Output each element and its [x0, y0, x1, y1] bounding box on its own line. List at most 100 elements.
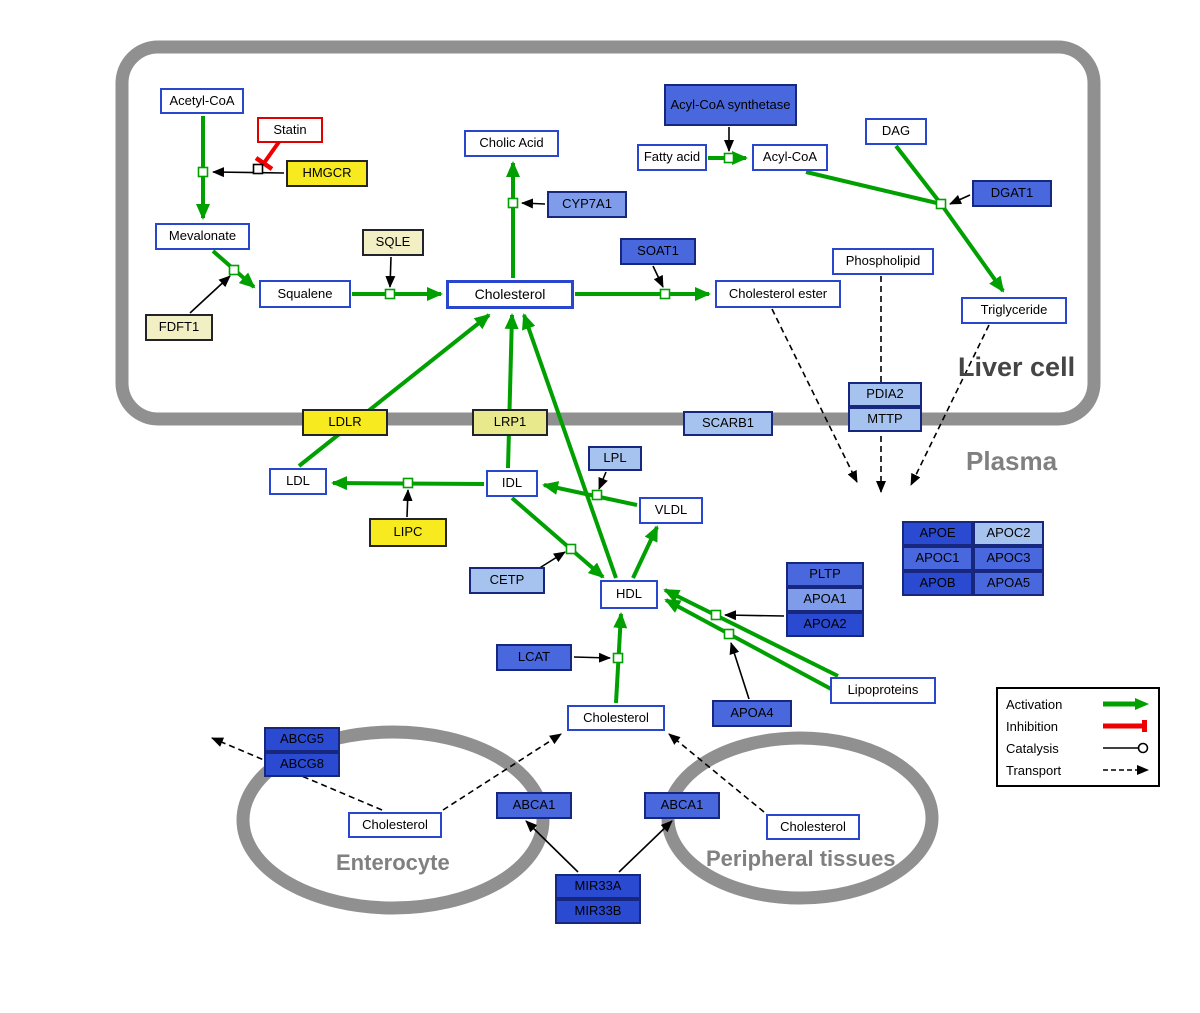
node-mevalonate[interactable]: Mevalonate — [155, 223, 250, 250]
node-apoc2[interactable]: APOC2 — [973, 521, 1044, 546]
activation-arrow-icon — [1103, 698, 1149, 710]
node-statin[interactable]: Statin — [257, 117, 323, 143]
node-apoe[interactable]: APOE — [902, 521, 973, 546]
plasma-label: Plasma — [966, 446, 1058, 476]
legend-row-catalysis: Catalysis — [1006, 737, 1150, 759]
peripheral-tissues-label: Peripheral tissues — [706, 846, 896, 871]
tr-peripheral-abca1-plasma — [668, 733, 765, 813]
node-vldl[interactable]: VLDL — [639, 497, 703, 524]
node-apoa5[interactable]: APOA5 — [973, 571, 1044, 596]
node-idl[interactable]: IDL — [486, 470, 538, 497]
node-apoa1[interactable]: APOA1 — [786, 587, 864, 612]
inhibition-tbar-icon — [1103, 720, 1147, 732]
node-mir33a[interactable]: MIR33A — [555, 874, 641, 899]
catalysis-circle-icon — [1103, 742, 1149, 754]
node-apob[interactable]: APOB — [902, 571, 973, 596]
node-abca1-enterocyte[interactable]: ABCA1 — [496, 792, 572, 819]
node-abca1-peripheral[interactable]: ABCA1 — [644, 792, 720, 819]
legend-row-transport: Transport — [1006, 759, 1150, 781]
compartment-shapes — [115, 40, 1101, 915]
node-apoc1[interactable]: APOC1 — [902, 546, 973, 571]
cat-mir33-abca1-left — [525, 820, 579, 873]
edge-idl-cholesterol — [504, 313, 519, 469]
node-pltp[interactable]: PLTP — [786, 562, 864, 587]
node-hdl[interactable]: HDL — [600, 580, 658, 609]
node-phospholipid[interactable]: Phospholipid — [832, 248, 934, 275]
node-abcg8[interactable]: ABCG8 — [264, 752, 340, 777]
node-dag[interactable]: DAG — [865, 118, 927, 145]
node-cholic-acid[interactable]: Cholic Acid — [464, 130, 559, 157]
edge-lipoproteins-hdl-2 — [664, 598, 834, 692]
node-apoa4[interactable]: APOA4 — [712, 700, 792, 727]
node-lipoproteins[interactable]: Lipoproteins — [830, 677, 936, 704]
cat-mir33-abca1-right — [618, 820, 673, 873]
node-pdia2[interactable]: PDIA2 — [848, 382, 922, 407]
transport-edges — [211, 276, 990, 813]
node-fatty-acid[interactable]: Fatty acid — [637, 144, 707, 171]
edge-idl-hdl — [510, 496, 605, 579]
node-acetyl-coa[interactable]: Acetyl-CoA — [160, 88, 244, 114]
enterocyte-label: Enterocyte — [336, 850, 450, 875]
node-triglyceride[interactable]: Triglyceride — [961, 297, 1067, 324]
node-lcat[interactable]: LCAT — [496, 644, 572, 671]
node-apoa2[interactable]: APOA2 — [786, 612, 864, 637]
node-cholesterol-peripheral[interactable]: Cholesterol — [766, 814, 860, 840]
node-squalene[interactable]: Squalene — [259, 280, 351, 308]
rxn-lipc — [402, 477, 414, 489]
node-ldl[interactable]: LDL — [269, 468, 327, 495]
node-fdft1[interactable]: FDFT1 — [145, 314, 213, 341]
rxn-dgat1 — [935, 198, 947, 210]
node-cholesterol-enterocyte[interactable]: Cholesterol — [348, 812, 442, 838]
rxn-sqle — [384, 288, 396, 300]
node-scarb1[interactable]: SCARB1 — [683, 411, 773, 436]
cat-soat1 — [652, 265, 664, 288]
cat-apoa4 — [729, 642, 750, 700]
legend-catalysis-label: Catalysis — [1006, 740, 1059, 756]
activation-edges — [196, 116, 1005, 704]
node-cholesterol-ester[interactable]: Cholesterol ester — [715, 280, 841, 308]
legend-inhibition-label: Inhibition — [1006, 718, 1059, 734]
node-lrp1[interactable]: LRP1 — [472, 409, 548, 436]
cat-apoa1-apoa2 — [724, 610, 785, 621]
node-lpl[interactable]: LPL — [588, 446, 642, 471]
node-lipc[interactable]: LIPC — [369, 518, 447, 547]
rxn-fdft1 — [228, 264, 240, 276]
edge-ldl-cholesterol — [297, 313, 491, 468]
liver-cell-label: Liver cell — [958, 352, 1076, 382]
node-dgat1[interactable]: DGAT1 — [972, 180, 1052, 207]
edge-hdl-cholesterol-liver — [522, 313, 618, 579]
node-hmgcr[interactable]: HMGCR — [286, 160, 368, 187]
edge-hdl-vldl — [631, 525, 659, 579]
node-mttp[interactable]: MTTP — [848, 407, 922, 432]
legend-row-inhibition: Inhibition — [1006, 715, 1150, 737]
cat-lcat — [573, 652, 611, 663]
edge-acylcoa-junction — [805, 170, 942, 206]
node-cholesterol-plasma[interactable]: Cholesterol — [567, 705, 665, 731]
inh-statin-tbar — [254, 156, 274, 171]
edge-vldl-idl — [542, 481, 638, 507]
node-acyl-coa[interactable]: Acyl-CoA — [752, 144, 828, 171]
node-ldlr[interactable]: LDLR — [302, 409, 388, 436]
cat-fdft1 — [189, 275, 231, 314]
tr-cholesterolester-plasma — [771, 308, 858, 483]
node-cetp[interactable]: CETP — [469, 567, 545, 594]
legend-transport-label: Transport — [1006, 762, 1062, 778]
node-soat1[interactable]: SOAT1 — [620, 238, 696, 265]
edge-lipoproteins-hdl-1 — [663, 588, 839, 678]
node-cyp7a1[interactable]: CYP7A1 — [547, 191, 627, 218]
cat-sqle — [385, 256, 396, 288]
node-apoc3[interactable]: APOC3 — [973, 546, 1044, 571]
cat-lpl — [598, 471, 608, 490]
node-sqle[interactable]: SQLE — [362, 229, 424, 256]
node-cholesterol-liver[interactable]: Cholesterol — [446, 280, 574, 309]
liver-cell-membrane — [115, 40, 1101, 426]
rxn-lcat — [612, 652, 624, 664]
node-abcg5[interactable]: ABCG5 — [264, 727, 340, 752]
node-mir33b[interactable]: MIR33B — [555, 899, 641, 924]
rxn-statin-target — [252, 163, 264, 175]
rxn-cetp — [565, 543, 577, 555]
node-acyl-coa-synthetase[interactable]: Acyl-CoA synthetase — [664, 84, 797, 126]
transport-dashed-arrow-icon — [1103, 765, 1149, 775]
edge-dag-junction — [894, 144, 943, 206]
legend-activation-label: Activation — [1006, 696, 1063, 712]
